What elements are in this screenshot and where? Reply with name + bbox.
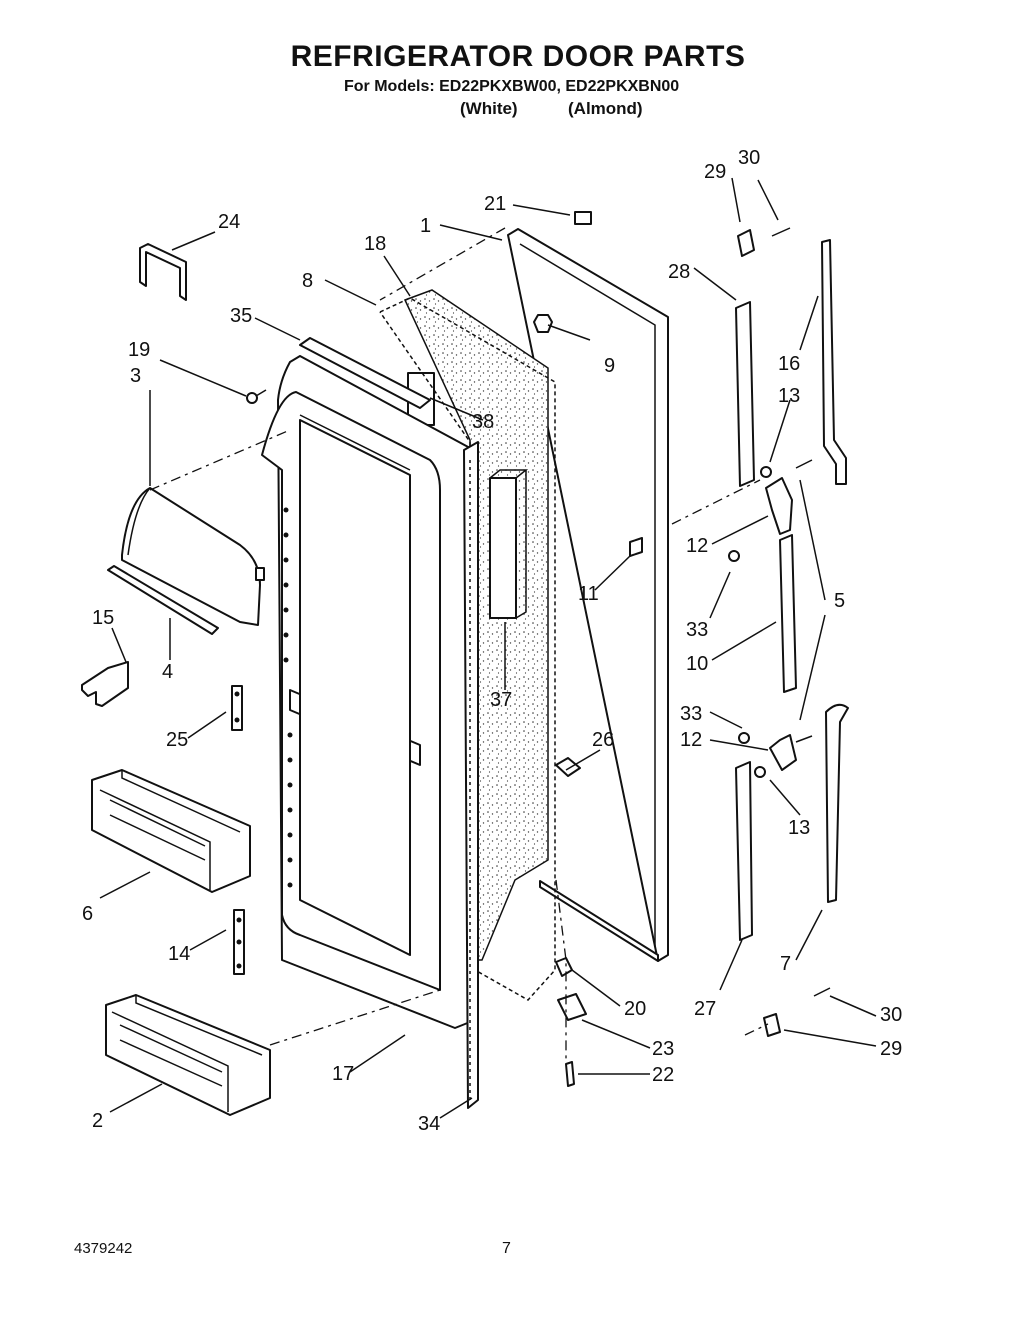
screw-13b: [754, 766, 766, 778]
hinge-top-29: [737, 229, 755, 257]
hinge-plate-23: [557, 993, 587, 1021]
callout-2: 2: [92, 1110, 103, 1132]
callout-27: 27: [694, 998, 716, 1020]
callout-13a: 13: [778, 385, 800, 407]
callout-16: 16: [778, 353, 800, 375]
callout-30a: 30: [738, 147, 760, 169]
screw-19: [246, 389, 267, 404]
screw-bottom-30: [813, 987, 831, 997]
document-number: 4379242: [74, 1240, 133, 1257]
screw-13a: [760, 466, 772, 478]
handle-16: [821, 239, 847, 485]
handle-7: [825, 703, 849, 903]
models-line: For Models: ED22PKXBW00, ED22PKXBN00: [344, 78, 680, 95]
callout-29b: 29: [880, 1038, 902, 1060]
callout-20: 20: [624, 998, 646, 1020]
page-title: REFRIGERATOR DOOR PARTS: [290, 40, 746, 73]
callout-29a: 29: [704, 161, 726, 183]
callout-35: 35: [230, 305, 252, 327]
callout-8: 8: [302, 270, 313, 292]
handle-mount-lower: [769, 734, 797, 771]
callout-34: 34: [418, 1113, 440, 1135]
door-bin-lower: [105, 994, 271, 1116]
callout-12a: 12: [686, 535, 708, 557]
callout-33b: 33: [680, 703, 702, 725]
plug-9: [533, 314, 553, 333]
callout-23: 23: [652, 1038, 674, 1060]
callout-3: 3: [130, 365, 141, 387]
handle-trim-28: [735, 301, 755, 487]
callout-11: 11: [578, 583, 599, 605]
bracket-25: [231, 685, 243, 731]
callout-38: 38: [472, 411, 494, 433]
assembly-lines: [149, 227, 769, 1060]
callout-15: 15: [92, 607, 114, 629]
inner-door-liner: [261, 355, 471, 1029]
variant-almond-label: (Almond): [568, 99, 643, 118]
shelf-cover-assembly: [107, 487, 265, 635]
callout-12b: 12: [680, 729, 702, 751]
callout-33a: 33: [686, 619, 708, 641]
callout-10: 10: [686, 653, 708, 675]
callout-17: 17: [332, 1063, 354, 1085]
callout-26: 26: [592, 729, 614, 751]
screw-33b: [738, 732, 750, 744]
callout-22: 22: [652, 1064, 674, 1086]
screw-22: [565, 1061, 575, 1087]
clip-11: [629, 537, 643, 557]
leader-lines: [99, 177, 877, 1119]
stop-26: [555, 757, 581, 777]
callout-14: 14: [168, 943, 190, 965]
hinge-bushing-20: [555, 957, 573, 977]
clip-15: [81, 661, 129, 707]
callout-21: 21: [484, 193, 506, 215]
door-edge-strip: [463, 441, 479, 1109]
screw-33a: [728, 550, 740, 562]
callout-labels: 1 2 3 4 5 6 7 8 9 10 11 12 12 13 13 14 1…: [82, 147, 902, 1135]
liner-holes: [283, 507, 293, 888]
bracket-24: [139, 243, 187, 301]
callout-30b: 30: [880, 1004, 902, 1026]
callout-6: 6: [82, 903, 93, 925]
callout-1: 1: [420, 215, 431, 237]
callout-7: 7: [780, 953, 791, 975]
callout-13b: 13: [788, 817, 810, 839]
hinge-bottom-29: [763, 1013, 781, 1037]
callout-28: 28: [668, 261, 690, 283]
callout-9: 9: [604, 355, 615, 377]
door-gasket: [379, 297, 556, 1001]
label-21: [574, 211, 592, 225]
handle-mount-upper: [765, 477, 793, 535]
callout-5: 5: [834, 590, 845, 612]
callout-24: 24: [218, 211, 240, 233]
door-bin-upper: [91, 769, 251, 893]
callout-37: 37: [490, 689, 512, 711]
callout-4: 4: [162, 661, 173, 683]
handle-trim-27: [735, 761, 753, 941]
handle-trim-10: [779, 534, 797, 693]
liner-top-cap: [299, 337, 431, 409]
callout-19: 19: [128, 339, 150, 361]
screw-top-30: [771, 227, 791, 237]
page-number: 7: [502, 1240, 511, 1257]
callout-18: 18: [364, 233, 386, 255]
callout-25: 25: [166, 729, 188, 751]
variant-white-label: (White): [460, 99, 518, 118]
